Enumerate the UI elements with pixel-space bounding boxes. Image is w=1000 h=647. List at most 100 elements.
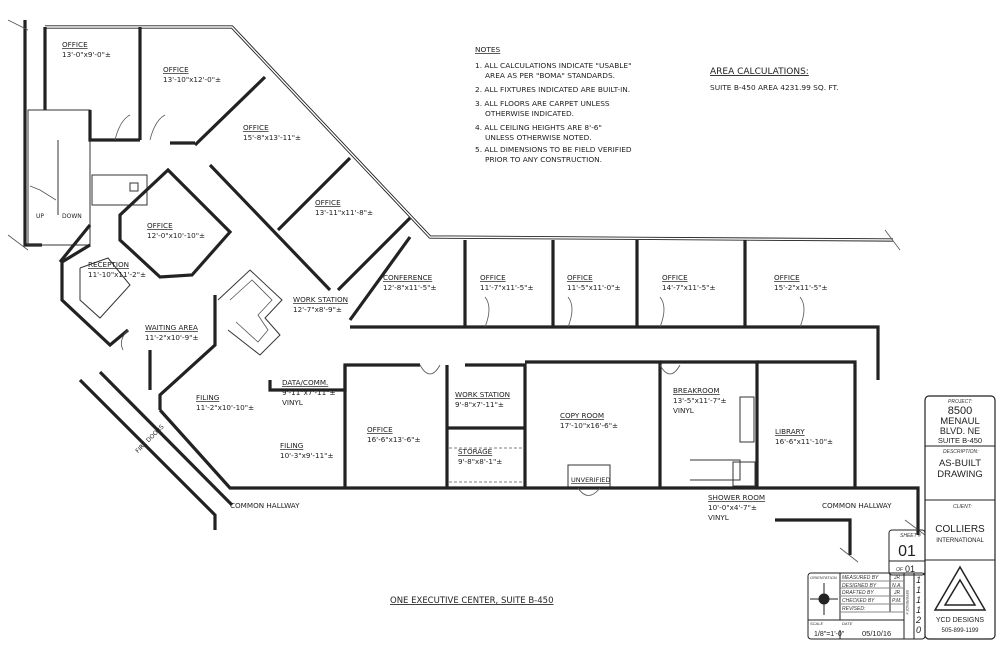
- row-value: JR: [893, 575, 901, 581]
- room-name: BREAKROOM: [673, 386, 720, 395]
- room-dimensions: 15'-8"x13'-11"±: [243, 133, 301, 142]
- row-label: MEASURED BY: [842, 575, 879, 581]
- room-dimensions: 11'-7"x11'-5"±: [480, 283, 533, 292]
- room-name: WORK STATION: [293, 295, 348, 304]
- room-labels: OFFICE13'-0"x9'-0"±OFFICE13'-10"x12'-0"±…: [62, 40, 833, 522]
- note-line: UNLESS OTHERWISE NOTED.: [485, 133, 592, 142]
- note-line: 5. ALL DIMENSIONS TO BE FIELD VERIFIED: [475, 145, 632, 154]
- note-line: PRIOR TO ANY CONSTRUCTION.: [485, 155, 602, 164]
- ycd-logo: [933, 565, 987, 611]
- row-label: DRAFTED BY: [842, 590, 874, 596]
- client-label: CLIENT:: [953, 504, 972, 510]
- room-name: DATA/COMM.: [282, 378, 328, 387]
- room-name: OFFICE: [147, 221, 173, 230]
- room-name: COPY ROOM: [560, 411, 604, 420]
- room-name: RECEPTION: [88, 260, 129, 269]
- room-floor: VINYL: [673, 406, 694, 415]
- project-line: SUITE B-450: [938, 436, 982, 445]
- room-dimensions: 13'-10"x12'-0"±: [163, 75, 221, 84]
- room-dimensions: 13'-0"x9'-0"±: [62, 50, 111, 59]
- room-floor: VINYL: [708, 513, 729, 522]
- area-line: SUITE B-450 AREA 4231.99 SQ. FT.: [710, 83, 839, 92]
- room-name: OFFICE: [367, 425, 393, 434]
- room-dimensions: 9'-11"x7'-11"±: [282, 388, 335, 397]
- unverified-label: UNVERIFIED: [571, 476, 610, 484]
- stair-up-label: UP: [36, 213, 44, 220]
- room-dimensions: 14'-7"x11'-5"±: [662, 283, 715, 292]
- reference-label: REFERENCE #: [905, 590, 909, 615]
- project-label: PROJECT:: [948, 399, 973, 405]
- room-name: STORAGE: [458, 447, 493, 456]
- room-name: OFFICE: [480, 273, 506, 282]
- title-block: PROJECT: 8500 MENAUL BLVD. NE SUITE B-45…: [807, 395, 996, 640]
- client-line: COLLIERS: [935, 524, 985, 535]
- room-dimensions: 9'-8"x8'-1"±: [458, 457, 502, 466]
- room-name: CONFERENCE: [383, 273, 433, 282]
- doors: [114, 114, 805, 496]
- common-hallway-label: COMMON HALLWAY: [230, 501, 300, 510]
- orientation-label: ORIENTATION: [810, 575, 837, 580]
- room-dimensions: 11'-10"x11'-2"±: [88, 270, 146, 279]
- client-line: INTERNATIONAL: [936, 538, 984, 544]
- room-name: OFFICE: [567, 273, 593, 282]
- room-name: WAITING AREA: [145, 323, 198, 332]
- reference-digit: 1: [916, 585, 921, 595]
- row-value: JR: [893, 590, 901, 596]
- room-name: SHOWER ROOM: [708, 493, 765, 502]
- room-name: OFFICE: [315, 198, 341, 207]
- company-phone: 505-899-1199: [942, 628, 980, 634]
- note-line: 3. ALL FLOORS ARE CARPET UNLESS: [475, 99, 610, 108]
- common-hallway-label: COMMON HALLWAY: [822, 501, 892, 510]
- room-dimensions: 13'-11"x11'-8"±: [315, 208, 373, 217]
- room-dimensions: 12'-0"x10'-10"±: [147, 231, 205, 240]
- room-dimensions: 15'-2"x11'-5"±: [774, 283, 827, 292]
- date-label: DATE: [842, 621, 853, 626]
- project-line: MENAUL: [940, 416, 980, 427]
- stair-down-label: DOWN: [62, 213, 82, 220]
- room-dimensions: 10'-3"x9'-11"±: [280, 451, 333, 460]
- room-dimensions: 12'-7"x8'-9"±: [293, 305, 342, 314]
- walls: [7, 19, 926, 563]
- date-value: 05/10/16: [862, 629, 891, 638]
- room-dimensions: 16'-6"x13'-6"±: [367, 435, 420, 444]
- sheet-number: 01: [898, 543, 916, 560]
- note-line: 2. ALL FIXTURES INDICATED ARE BUILT-IN.: [475, 85, 630, 94]
- sheet-label: SHEET #: [900, 533, 921, 539]
- room-dimensions: 11'-2"x10'-10"±: [196, 403, 254, 412]
- room-name: OFFICE: [662, 273, 688, 282]
- reference-digit: 0: [916, 625, 921, 635]
- note-line: OTHERWISE INDICATED.: [485, 109, 574, 118]
- description-line: DRAWING: [937, 469, 983, 480]
- row-value: N.A.: [892, 583, 902, 589]
- room-name: OFFICE: [163, 65, 189, 74]
- room-name: WORK STATION: [455, 390, 510, 399]
- room-name: OFFICE: [62, 40, 88, 49]
- room-name: LIBRARY: [775, 427, 805, 436]
- row-label: CHECKED BY: [842, 598, 875, 604]
- notes-title: NOTES: [475, 45, 501, 54]
- room-dimensions: 9'-8"x7'-11"±: [455, 400, 504, 409]
- room-dimensions: 16'-6"x11'-10"±: [775, 437, 833, 446]
- project-line: 8500: [948, 405, 972, 417]
- room-floor: VINYL: [282, 398, 303, 407]
- reference-digit: 1: [916, 605, 921, 615]
- note-line: 4. ALL CEILING HEIGHTS ARE 8'-6": [475, 123, 602, 132]
- note-line: 1. ALL CALCULATIONS INDICATE "USABLE": [475, 61, 632, 70]
- room-name: FILING: [196, 393, 219, 402]
- description-label: DESCRIPTION:: [943, 449, 979, 455]
- room-dimensions: 10'-0"x4'-7"±: [708, 503, 757, 512]
- room-dimensions: 11'-5"x11'-0"±: [567, 283, 620, 292]
- room-name: OFFICE: [774, 273, 800, 282]
- company-name: YCD DESIGNS: [936, 617, 985, 624]
- room-dimensions: 17'-10"x16'-6"±: [560, 421, 618, 430]
- room-dimensions: 13'-5"x11'-7"±: [673, 396, 726, 405]
- drawing-title: ONE EXECUTIVE CENTER, SUITE B-450: [390, 596, 553, 606]
- notes: NOTES 1. ALL CALCULATIONS INDICATE "USAB…: [475, 45, 839, 164]
- room-dimensions: 11'-2"x10'-9"±: [145, 333, 198, 342]
- sheet-total: 01: [905, 564, 915, 574]
- note-line: AREA AS PER "BOMA" STANDARDS.: [485, 71, 615, 80]
- scale-value: 1/8"=1'-0": [814, 631, 845, 638]
- room-name: FILING: [280, 441, 303, 450]
